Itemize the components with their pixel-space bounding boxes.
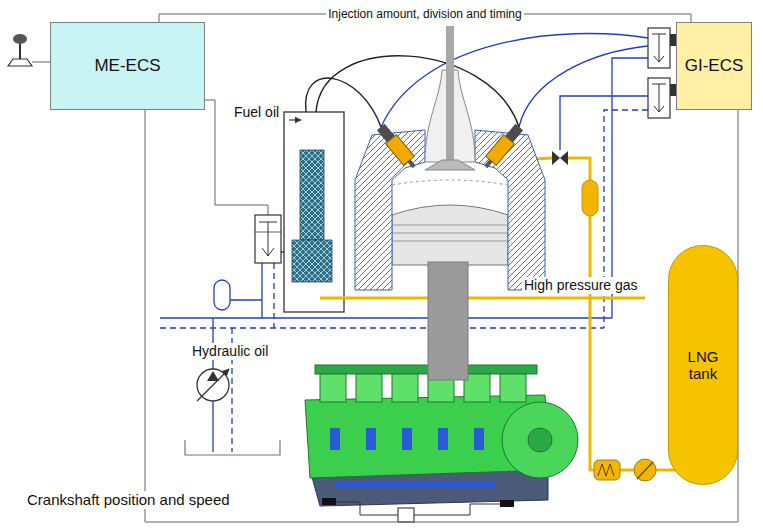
signal-label: Injection amount, division and timing <box>326 7 523 21</box>
hydraulic-lines <box>273 263 274 328</box>
signal-label: Crankshaft position and speed <box>25 491 232 509</box>
engine-model <box>330 428 340 450</box>
hydraulic-lines <box>160 317 612 318</box>
signal-line <box>145 110 738 522</box>
fuel-pipes <box>316 56 519 127</box>
gas-pump <box>634 459 656 481</box>
gas-pump <box>634 459 656 481</box>
engine-model <box>366 428 376 450</box>
fiva-valve <box>255 232 281 233</box>
oil-tank <box>185 440 280 455</box>
engine-model <box>402 428 412 450</box>
injector <box>375 123 419 172</box>
gi-valve <box>652 84 666 112</box>
hydraulic-pump <box>207 371 219 381</box>
fiva-valve <box>255 215 281 263</box>
hydraulic-pump <box>197 369 229 401</box>
gas-heater <box>594 460 620 480</box>
hydraulic-lines <box>160 327 604 328</box>
hydraulic-lines <box>519 46 648 127</box>
crankshaft-sensor <box>398 508 414 522</box>
engine-model <box>528 428 552 452</box>
cylinder <box>446 26 454 166</box>
engine-model <box>392 374 418 402</box>
cylinder <box>392 205 508 265</box>
injector <box>480 123 524 172</box>
gas-pipes <box>568 158 590 180</box>
engine-model <box>322 498 336 505</box>
fuel-booster <box>292 240 332 282</box>
pipe-label: Hydraulic oil <box>190 343 270 360</box>
engine-model <box>320 374 346 402</box>
throttle-lever <box>19 44 21 59</box>
engine-model <box>336 482 496 488</box>
node-text: ME-ECS <box>94 56 160 76</box>
control-box: GI-ECS <box>676 22 752 110</box>
gas-heater <box>594 460 620 480</box>
node-text: LNG tank <box>681 348 725 383</box>
node-text: GI-ECS <box>685 56 744 76</box>
cylinder <box>425 160 475 170</box>
tank-outline <box>669 246 738 485</box>
fiva-valve <box>259 222 277 256</box>
injector <box>407 159 415 168</box>
pipe-label: High pressure gas <box>522 277 640 294</box>
gas-pipes <box>320 297 645 300</box>
cylinder <box>392 225 508 241</box>
piston-rod <box>428 262 468 380</box>
cylinder <box>392 180 508 185</box>
hydraulic-pump <box>197 369 229 401</box>
cylinder <box>355 130 425 290</box>
fuel-booster <box>284 112 344 312</box>
hydraulic-lines <box>212 401 213 452</box>
gas-accumulator <box>582 180 598 216</box>
pipe-label: Fuel oil <box>232 104 281 121</box>
fuel-pipes <box>306 56 519 127</box>
cylinder <box>475 130 545 290</box>
gi-valve <box>652 34 666 62</box>
gas-valve <box>552 151 568 165</box>
lng-tank: LNG tank <box>668 245 738 485</box>
gas-pump <box>637 462 653 479</box>
engine-model <box>502 402 578 478</box>
hydraulic-lines <box>604 110 648 328</box>
injector <box>484 159 492 168</box>
gi-valve <box>648 78 670 118</box>
gi-valve <box>648 78 676 118</box>
throttle-lever <box>8 59 32 66</box>
fiva-valve <box>255 215 281 263</box>
engine-model <box>305 365 578 507</box>
hydraulic-accumulator <box>214 280 230 310</box>
crankshaft-sensor <box>336 502 500 515</box>
hydraulic-lines <box>261 263 262 318</box>
engine-model <box>438 428 448 450</box>
hydraulic-lines <box>381 34 648 127</box>
throttle-lever <box>8 34 50 66</box>
gas-heater <box>598 464 614 476</box>
hydraulic-lines <box>560 96 648 150</box>
crankshaft-sensor <box>336 502 500 522</box>
engine-model <box>356 374 382 402</box>
gi-valve <box>648 28 676 68</box>
engine-model <box>500 374 526 402</box>
hydraulic-lines <box>160 34 648 452</box>
control-box: ME-ECS <box>50 22 205 110</box>
throttle-lever <box>13 34 27 44</box>
engine-model <box>474 428 484 450</box>
gi-valve <box>648 28 670 68</box>
throttle-lever <box>32 62 50 63</box>
engine-model <box>315 365 537 374</box>
cylinder <box>355 26 545 290</box>
gas-pipes <box>590 216 680 470</box>
fuel-booster <box>284 112 344 312</box>
fuel-booster <box>289 119 301 120</box>
engine-model <box>500 500 514 507</box>
hydraulic-pump <box>197 369 229 401</box>
fuel-booster <box>300 150 324 240</box>
